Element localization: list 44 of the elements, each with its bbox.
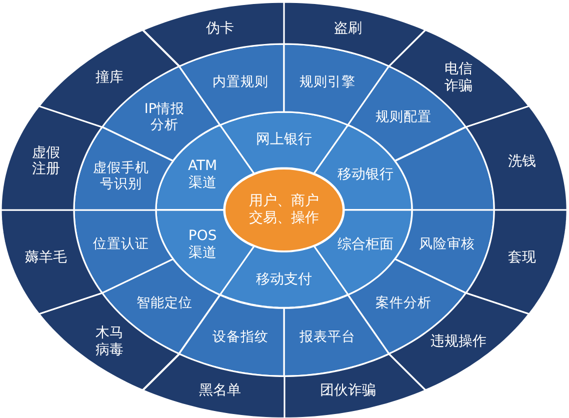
segment-label: 虚假手机号识别: [92, 160, 150, 192]
segment-label: 设备指纹: [211, 329, 270, 346]
segment-label: 移动银行: [336, 166, 394, 184]
ring-segment: [389, 30, 530, 127]
segment-label: 伪卡: [205, 20, 236, 38]
ring-segment: [74, 210, 174, 293]
segment-label: IP情报分析: [143, 100, 186, 133]
segment-label: 薅羊毛: [24, 250, 68, 267]
segment-label: 撞库: [94, 69, 125, 86]
segment-label: 洗钱: [507, 153, 538, 170]
segment-label: 内置规则: [211, 74, 270, 91]
segment-label: 综合柜面: [336, 236, 394, 254]
ring-segment: [394, 127, 494, 210]
segment-label: 黑名单: [198, 382, 242, 399]
segment-label: 团伙诈骗: [318, 382, 377, 399]
ring-segment: [389, 293, 530, 390]
ring-segment: [179, 294, 284, 376]
segment-label: 规则引擎: [298, 74, 357, 91]
ring-segment: [38, 293, 179, 390]
ring-segment: [142, 354, 284, 418]
segment-label: 违规操作: [429, 334, 488, 351]
segment-label: 风险审核: [418, 236, 476, 252]
segment-label: POS 渠道: [187, 228, 218, 262]
segment-label: 报表平台: [298, 329, 357, 346]
segment-label: 木马病毒: [94, 325, 125, 360]
segment-label: 用户、商户交易、操作: [248, 193, 320, 227]
segment-label: 位置认证: [92, 236, 150, 252]
segment-label: 网上银行: [255, 132, 313, 148]
segment-label: 虚假注册: [30, 144, 61, 178]
ring-segment: [142, 2, 284, 66]
ring-segment: [284, 2, 426, 66]
segment-label: ATM 渠道: [187, 158, 218, 192]
segment-label: 智能定位: [135, 295, 194, 312]
ring-segment: [466, 106, 567, 210]
segment-label: 套现: [507, 250, 538, 267]
segment-label: 规则配置: [374, 108, 432, 125]
ring-segment: [284, 294, 389, 376]
segment-label: 电信诈骗: [443, 60, 474, 95]
segment-label: 盗刷: [332, 20, 363, 38]
segment-label: 移动支付: [255, 272, 313, 288]
ring-segment: [394, 210, 494, 293]
segment-label: 案件分析: [374, 295, 432, 312]
ring-segment: [284, 44, 389, 126]
ring-segment: [284, 354, 426, 418]
